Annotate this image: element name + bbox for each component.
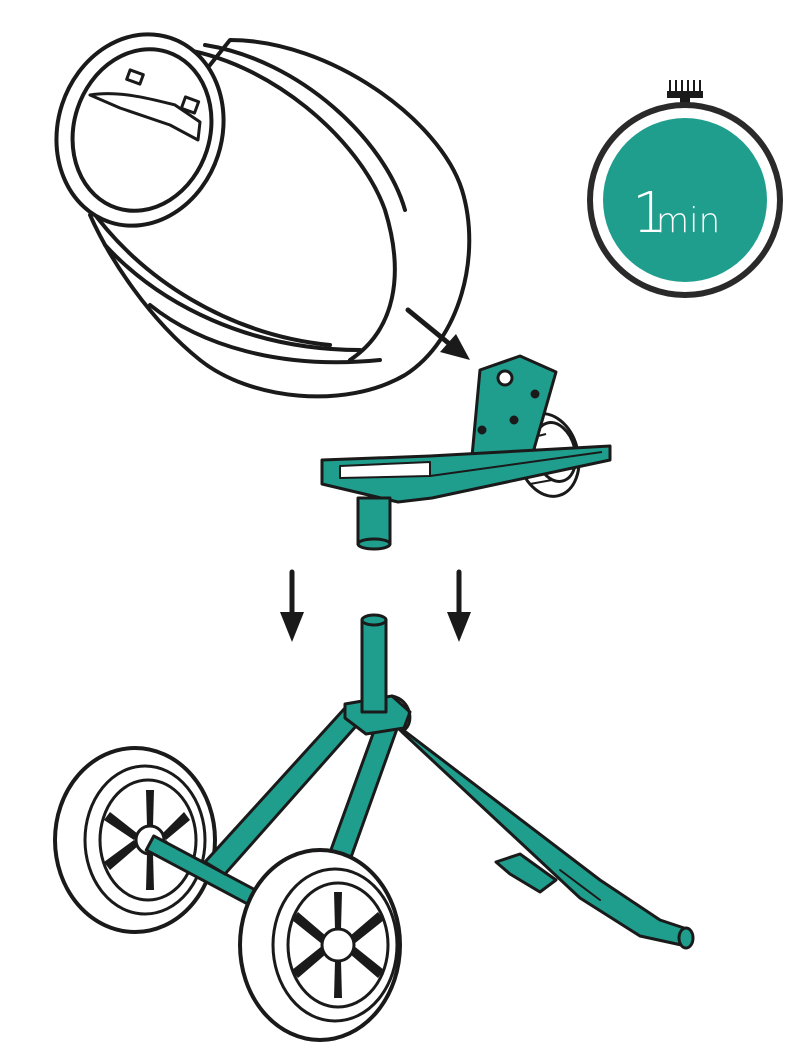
motor-cradle-icon <box>320 354 612 551</box>
wheel-icon <box>53 746 217 934</box>
mixer-drum-icon <box>54 32 472 399</box>
arrow-down-icon <box>447 569 471 642</box>
timer-number: 1 <box>632 181 668 246</box>
wheel-icon <box>238 848 402 1042</box>
arrow-diagonal-icon <box>405 307 470 360</box>
arrow-down-icon <box>280 569 304 642</box>
stopwatch-icon: 1 min <box>587 80 783 298</box>
timer-unit: min <box>656 201 720 241</box>
wheeled-stand-icon <box>53 613 695 1042</box>
